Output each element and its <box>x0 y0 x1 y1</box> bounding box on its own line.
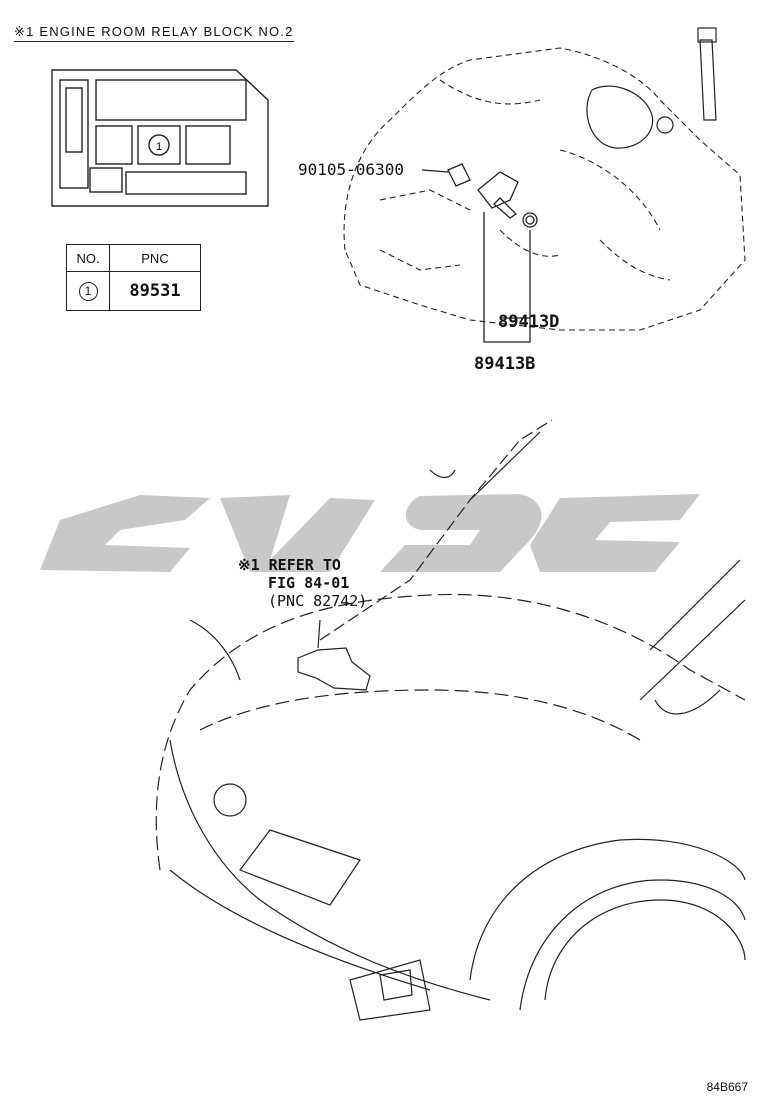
relay-block-illustration <box>51 69 269 207</box>
refer-line-3: (PNC 82742) <box>268 592 368 610</box>
pnc-value: 89531 <box>109 271 201 311</box>
table-header-row: NO. PNC <box>66 244 201 272</box>
relay-callout: 1 <box>156 141 162 153</box>
speed-sensor-illustration <box>421 163 538 343</box>
no-column-header: NO. <box>66 244 110 272</box>
watermark-logo <box>40 494 700 572</box>
table-row: 1 89531 <box>66 271 201 311</box>
vehicle-illustration <box>155 419 746 1021</box>
relay-block-note: ※1 ENGINE ROOM RELAY BLOCK NO.2 <box>14 24 294 42</box>
refer-line-2: FIG 84-01 <box>268 574 350 592</box>
pnc-column-header: PNC <box>109 244 201 272</box>
figure-code: 84B667 <box>706 1080 748 1094</box>
sensor-d-part-number[interactable]: 89413D <box>498 312 560 332</box>
transmission-illustration <box>343 47 746 331</box>
refer-line-1: ※1 REFER TO <box>238 556 341 574</box>
bolt-part-number[interactable]: 90105-06300 <box>298 160 404 179</box>
refer-callout[interactable]: ※1 REFER TO FIG 84-01 (PNC 82742) <box>238 556 367 610</box>
sensor-b-part-number[interactable]: 89413B <box>474 354 536 374</box>
row-number: 1 <box>78 281 98 301</box>
pnc-table: NO. PNC 1 89531 <box>66 244 201 311</box>
